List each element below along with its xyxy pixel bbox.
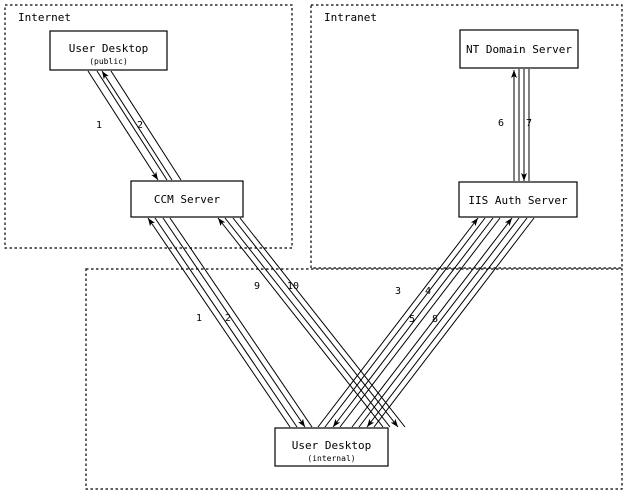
flow-10-line [232,217,399,428]
flow-9-line [217,217,384,428]
flow-1-internal-line [147,217,291,428]
flow-1-public-line-edge [96,70,168,181]
flow-2-public-line-edge [110,70,182,181]
node-user-desktop-internal[interactable]: User Desktop (internal) [274,427,389,467]
iis-auth-server-title: IIS Auth Server [468,194,568,207]
user-desktop-public-subtitle: (public) [89,57,128,66]
flow-label-8: 8 [432,314,438,325]
nt-domain-server-box[interactable] [459,29,579,69]
connection-ccm-internal-desktop-right [217,217,406,428]
flow-label-7: 7 [526,118,532,129]
zone-internet-label: Internet [18,11,71,24]
connection-public-desktop-ccm [87,70,182,181]
flow-4-line [332,217,494,428]
flow-label-9: 9 [254,281,260,292]
flow-label-6: 6 [498,118,504,129]
flow-label-2-internal: 2 [225,313,231,324]
flow-1-internal-line-edge [154,217,298,428]
flow-3-line [317,217,479,428]
flow-4-line-edge [339,217,501,428]
flow-2-internal-line [162,217,306,428]
zone-intranet-label: Intranet [324,11,377,24]
flow-label-10: 10 [287,281,299,292]
connection-internal-desktop-iis-a [317,217,501,428]
ccm-server-title: CCM Server [154,193,221,206]
user-desktop-internal-title: User Desktop [292,439,371,452]
flow-8-line-edge [373,217,535,428]
node-nt-domain-server[interactable]: NT Domain Server [459,29,579,69]
user-desktop-public-box[interactable] [49,30,168,71]
user-desktop-public-title: User Desktop [69,42,148,55]
nt-domain-server-title: NT Domain Server [466,43,572,56]
flow-2-internal-line-edge [169,217,313,428]
flow-1-public-line [87,70,159,181]
user-desktop-internal-box[interactable] [274,427,389,467]
iis-auth-server-box[interactable] [458,181,578,218]
flow-2-public-line [101,70,173,181]
connection-internal-desktop-iis-b [351,217,535,428]
flow-label-3: 3 [395,286,401,297]
zone-intranet-boundary [310,4,623,269]
node-user-desktop-public[interactable]: User Desktop (public) [49,30,168,71]
flow-10-line-edge [239,217,406,428]
flow-label-5: 5 [409,314,415,325]
connection-ccm-internal-desktop-left [147,217,313,428]
flow-3-line-edge [324,217,486,428]
flow-9-line-edge [224,217,391,428]
node-iis-auth-server[interactable]: IIS Auth Server [458,181,578,218]
flow-5-line-edge [358,217,520,428]
flow-label-2-public: 2 [137,120,143,131]
flow-label-4: 4 [425,286,431,297]
flow-label-1-public: 1 [96,120,102,131]
user-desktop-internal-subtitle: (internal) [307,454,355,463]
connection-iis-ntdomain [511,69,530,181]
flow-8-line [366,217,528,428]
flow-label-1-internal: 1 [196,313,202,324]
zone-internal-lan-boundary [85,268,623,490]
ccm-server-box[interactable] [130,180,244,218]
flow-5-line [351,217,513,428]
node-ccm-server[interactable]: CCM Server [130,180,244,218]
